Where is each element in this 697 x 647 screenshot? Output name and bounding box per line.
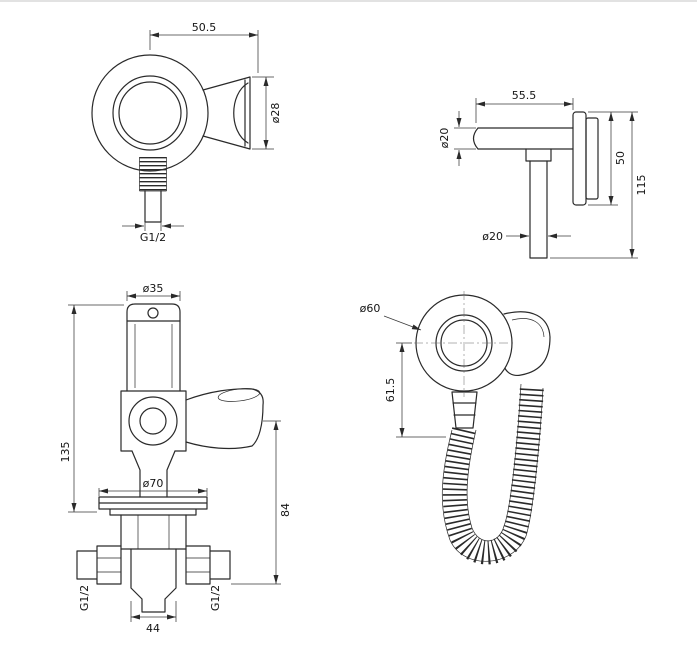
dim-text-valve-cap-diameter: ø35 <box>143 282 164 295</box>
dim-valve-flange-diameter: ø70 <box>98 477 208 496</box>
valve-knob-housing <box>120 390 187 452</box>
dim-holder-pipe-diameter: ø20 <box>438 111 476 166</box>
valve-knob-inner <box>139 407 167 435</box>
dim-sprayer-drop: 61.5 <box>384 342 446 438</box>
sprayer-hose-inner-edge <box>466 383 522 542</box>
valve-hex-body-facets <box>137 515 170 549</box>
dim-holder-total-height: 115 <box>550 112 648 259</box>
holder-back-plate <box>585 117 599 200</box>
valve-right-outlet <box>185 545 231 585</box>
dim-text-valve-right-thread: G1/2 <box>209 585 222 611</box>
bracket-bore-circle <box>118 81 182 145</box>
dim-holder-width: 55.5 <box>475 89 574 123</box>
sprayer-holder-cup-inner <box>511 318 545 338</box>
holder-pipe <box>477 127 574 150</box>
valve-hex-body <box>120 514 187 550</box>
valve-left-outlet-facets <box>97 557 121 573</box>
dim-text-holder-width: 55.5 <box>512 89 537 102</box>
bracket-thread-outline <box>139 157 167 192</box>
view-valve-front: ø35 135 ø70 84 44 G1/2 G1/2 <box>59 282 292 635</box>
dim-text-sprayer-drop: 61.5 <box>384 378 397 403</box>
bracket-inner-circle <box>112 75 188 151</box>
valve-knob-outer <box>128 396 178 446</box>
valve-cap-screw <box>147 307 159 319</box>
holder-elbow-nut <box>525 148 552 162</box>
dim-valve-body-width: 44 <box>130 601 177 635</box>
dim-text-bracket-cup-diameter: ø28 <box>269 103 282 124</box>
dim-text-holder-drop-pipe-diameter: ø20 <box>482 230 503 243</box>
sprayer-hose-ribs <box>442 385 544 565</box>
dim-text-valve-flange-diameter: ø70 <box>143 477 164 490</box>
holder-pipe-cap <box>472 127 479 150</box>
sprayer-holder-cup <box>503 311 551 377</box>
sprayer-hose-outer-edge <box>441 387 544 562</box>
dim-valve-holder-drop: 84 <box>231 420 292 585</box>
dim-text-valve-body-width: 44 <box>146 622 160 635</box>
valve-holder-cup <box>185 388 264 450</box>
dim-bracket-width: 50.5 <box>149 21 259 73</box>
dim-valve-total-height: 135 <box>59 304 124 513</box>
bracket-outer-circle <box>91 54 209 172</box>
dim-bracket-thread: G1/2 <box>122 222 184 244</box>
dim-text-holder-pipe-diameter: ø20 <box>438 128 451 149</box>
dim-text-holder-total-height: 115 <box>635 175 648 196</box>
valve-upper-body <box>126 320 181 392</box>
holder-front-plate <box>572 111 587 206</box>
dim-text-valve-holder-drop: 84 <box>279 503 292 517</box>
valve-neck <box>131 450 176 498</box>
holder-drop-pipe <box>529 160 548 259</box>
valve-right-outlet-facets <box>186 557 210 573</box>
view-holder-side: 55.5 ø20 50 115 ø20 <box>438 89 648 259</box>
dim-text-bracket-width: 50.5 <box>192 21 217 34</box>
valve-top-cap <box>126 303 181 322</box>
valve-left-outlet <box>76 545 122 585</box>
dim-sprayer-head-diameter: ø60 <box>360 302 422 331</box>
dim-holder-drop-pipe-diameter: ø20 <box>482 230 571 243</box>
bracket-cup-cavity <box>233 82 249 144</box>
valve-wall-flange <box>98 496 208 516</box>
sprayer-hose-fitting <box>451 391 478 429</box>
dim-valve-cap-diameter: ø35 <box>126 282 181 301</box>
dim-text-holder-plate-height: 50 <box>614 151 627 165</box>
dim-text-sprayer-head-diameter: ø60 <box>360 302 381 315</box>
valve-holder-cup-opening <box>217 388 261 402</box>
view-sprayer-hose: ø60 61.5 <box>360 291 551 565</box>
bracket-cup-arm <box>202 76 251 150</box>
dim-text-valve-left-thread: G1/2 <box>78 585 91 611</box>
dim-holder-plate-height: 50 <box>588 111 638 206</box>
dim-text-valve-total-height: 135 <box>59 442 72 463</box>
dim-bracket-cup-diameter: ø28 <box>252 76 282 150</box>
valve-bottom-body <box>130 548 177 613</box>
sprayer-centerlines <box>414 291 516 397</box>
valve-upper-body-facets <box>134 324 173 388</box>
view-bracket-top: 50.5 ø28 G1/2 <box>91 21 282 244</box>
dim-text-bracket-thread: G1/2 <box>140 231 166 244</box>
bracket-stem <box>144 190 162 223</box>
